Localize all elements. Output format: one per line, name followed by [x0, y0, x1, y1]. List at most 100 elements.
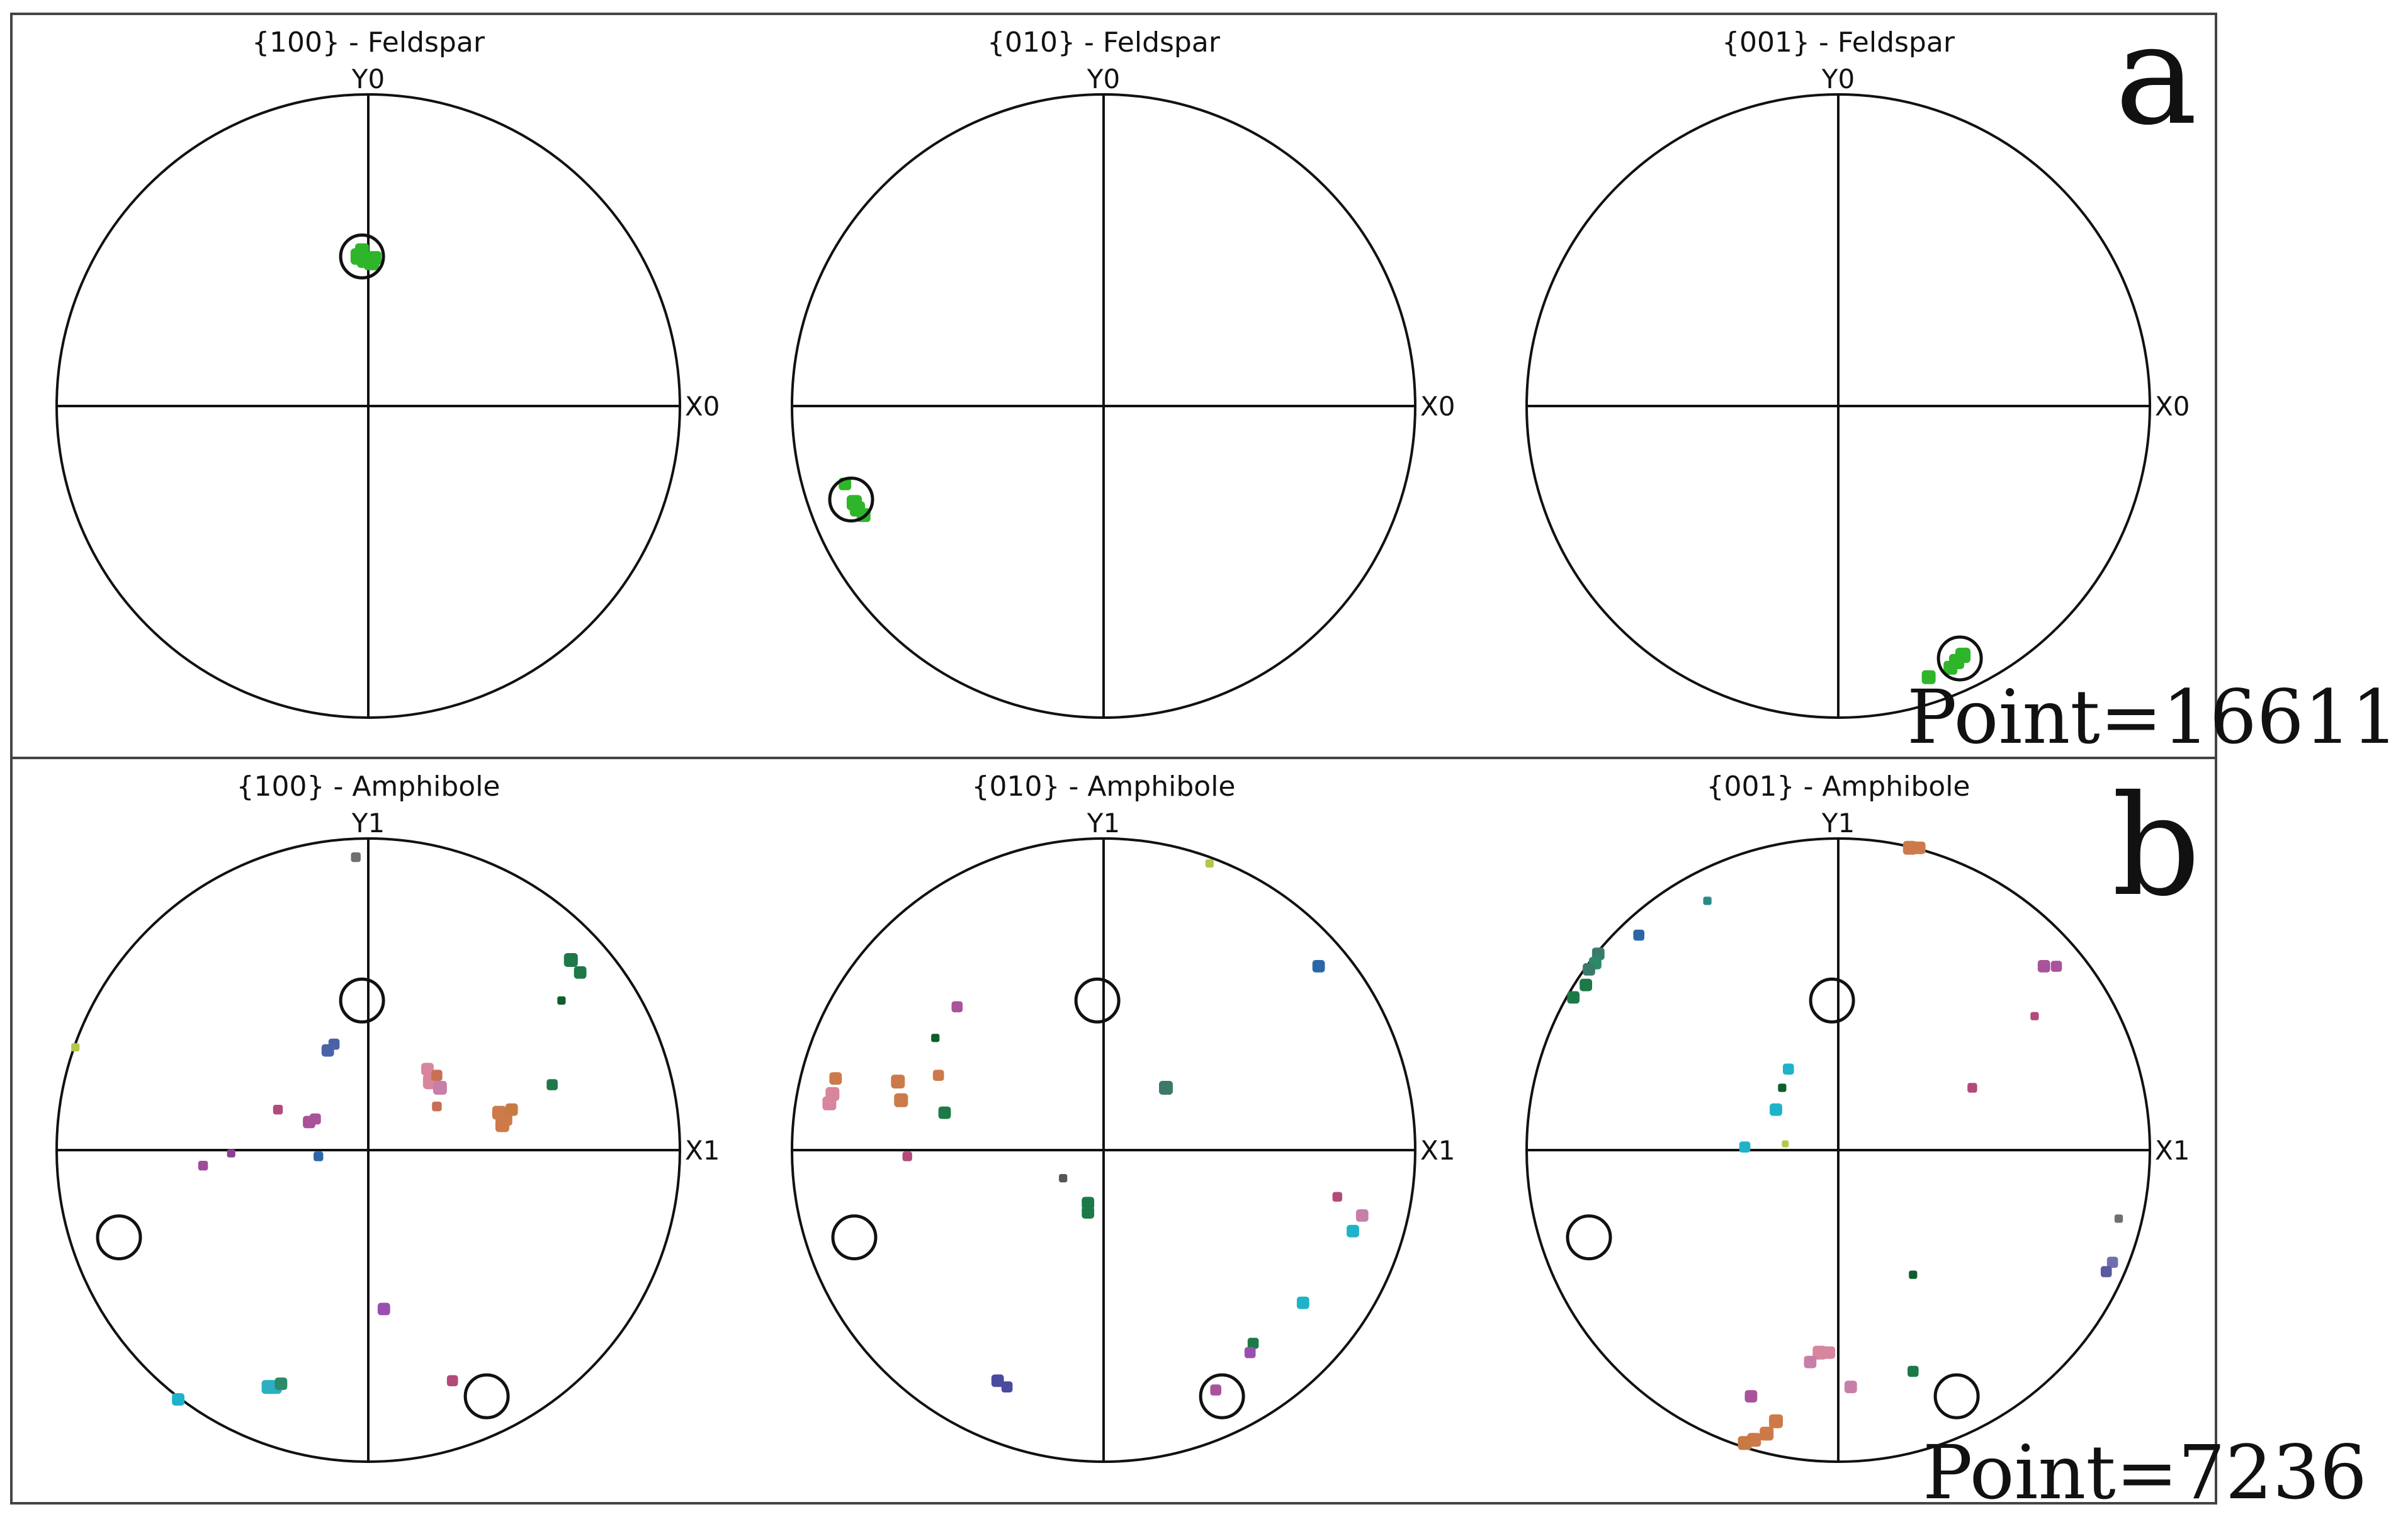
pole-point: [1921, 670, 1936, 684]
pole-point: [2114, 1214, 2123, 1223]
pole-point: [2100, 1266, 2112, 1277]
pole-point: [2106, 1256, 2118, 1268]
pole-point: [1001, 1381, 1013, 1392]
pole-point: [1059, 1174, 1068, 1183]
pole-point: [951, 1001, 963, 1013]
pole-point: [1770, 1103, 1782, 1116]
net-title: {100} - Amphibole: [237, 771, 500, 803]
axis-label-x: X0: [1420, 391, 1456, 422]
pole-point: [71, 1043, 80, 1052]
panel-a-letter: a: [2115, 0, 2197, 155]
panel-a-frame: [10, 13, 2217, 759]
pole-point: [891, 1075, 905, 1089]
pole-point: [1782, 1140, 1789, 1148]
pole-point: [1296, 1296, 1309, 1309]
pole-point: [938, 1106, 951, 1119]
pole-point: [446, 1375, 458, 1387]
pole-point: [198, 1161, 208, 1171]
pole-point: [931, 1034, 940, 1042]
axis-label-x: X1: [1420, 1135, 1456, 1166]
pole-point: [1347, 1224, 1359, 1238]
reference-circle-marker: [828, 477, 874, 522]
pole-point: [1739, 1141, 1751, 1153]
reference-circle-marker: [339, 977, 385, 1024]
net-title: {010} - Feldspar: [987, 26, 1221, 59]
pole-point: [505, 1103, 518, 1116]
axis-label-x: X1: [685, 1135, 720, 1166]
net-title: {001} - Feldspar: [1722, 26, 1955, 59]
pole-point: [1703, 896, 1712, 905]
pole-point: [273, 1105, 283, 1115]
pole-point: [227, 1149, 235, 1158]
pole-point: [1955, 647, 1971, 664]
pole-point: [894, 1093, 908, 1107]
pole-point: [1244, 1347, 1256, 1358]
axis-label-y: Y0: [351, 64, 385, 94]
net-title: {010} - Amphibole: [972, 771, 1236, 803]
reference-circle-marker: [1074, 977, 1121, 1024]
pole-point: [172, 1393, 184, 1406]
pole-point: [367, 251, 382, 265]
reference-circle-marker: [831, 1214, 878, 1261]
pole-point: [1738, 1436, 1752, 1450]
pole-point: [377, 1302, 390, 1316]
pole-point: [1913, 841, 1926, 854]
pole-point: [1082, 1206, 1095, 1219]
pole-point: [2050, 961, 2062, 972]
net-title: {100} - Feldspar: [252, 26, 485, 59]
pole-point: [1967, 1083, 1977, 1093]
pole-point: [310, 1113, 321, 1125]
pole-point: [563, 953, 578, 967]
pole-point: [822, 1096, 837, 1110]
reference-circle-marker: [1199, 1373, 1245, 1420]
pole-point: [1778, 1083, 1787, 1092]
pole-point: [1744, 1390, 1758, 1403]
pole-point: [1844, 1381, 1857, 1394]
pole-point: [314, 1151, 324, 1161]
panel-b-frame: [10, 757, 2217, 1505]
pole-point: [1769, 1414, 1783, 1428]
axis-label-y: Y1: [1087, 808, 1120, 839]
pole-point: [351, 852, 361, 862]
pole-point: [932, 1070, 944, 1081]
pole-point: [1804, 1355, 1817, 1369]
pole-point: [355, 243, 370, 257]
axis-label-y: Y1: [1821, 808, 1855, 839]
axis-label-x: X1: [2155, 1135, 2190, 1166]
pole-point: [1205, 859, 1214, 868]
pole-point: [1908, 1365, 1919, 1377]
pole-point: [1210, 1384, 1221, 1396]
axis-label-y: Y0: [1087, 64, 1120, 94]
net-title: {001} - Amphibole: [1707, 771, 1970, 803]
pole-point: [1312, 960, 1325, 973]
pole-point: [1247, 1338, 1259, 1349]
pole-point: [1633, 929, 1644, 941]
pole-point: [1332, 1192, 1342, 1202]
pole-point: [421, 1063, 434, 1076]
panel-a-point-count: Point=16611: [1907, 674, 2399, 760]
pole-point: [2030, 1012, 2039, 1020]
reference-circle-marker: [463, 1373, 510, 1420]
axis-label-x: X0: [685, 391, 720, 422]
pole-point: [432, 1102, 442, 1112]
panel-b-point-count: Point=7236: [1923, 1429, 2367, 1516]
axis-label-x: X0: [2155, 391, 2190, 422]
pole-point: [495, 1118, 509, 1132]
pole-point: [546, 1079, 558, 1090]
pole-point: [1567, 991, 1580, 1004]
pole-point: [1909, 1270, 1918, 1279]
pole-point: [1580, 978, 1592, 991]
pole-point: [1943, 660, 1958, 675]
pole-point: [431, 1070, 443, 1081]
reference-circle-marker: [1809, 977, 1855, 1024]
pole-point: [1823, 1346, 1836, 1359]
reference-circle-marker: [1566, 1214, 1612, 1261]
pole-point: [1783, 1063, 1794, 1075]
reference-circle-marker: [96, 1214, 142, 1261]
